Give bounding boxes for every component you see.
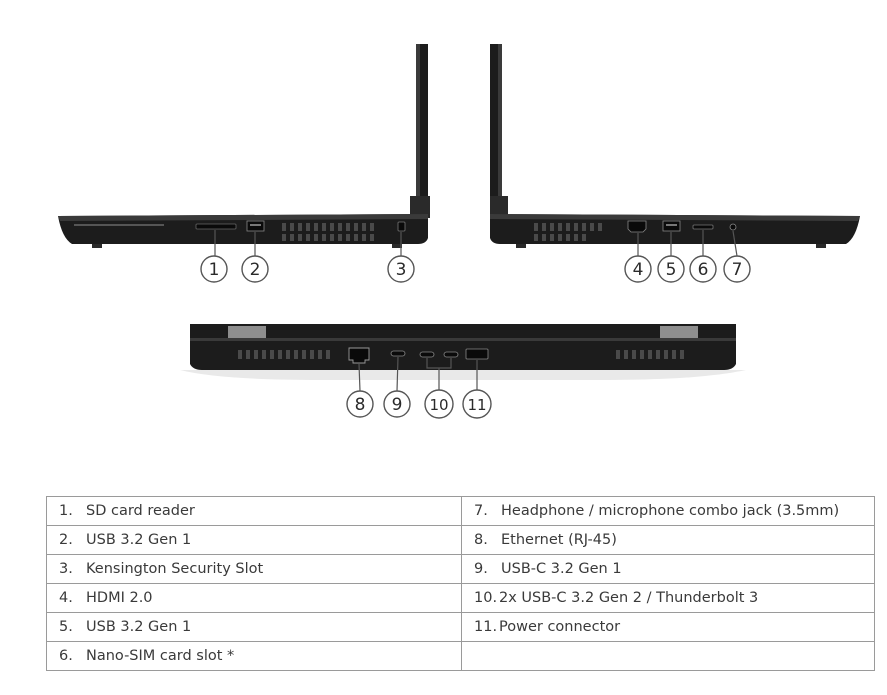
svg-text:3: 3 — [396, 260, 407, 280]
legend-cell: 7. Headphone / microphone combo jack (3.5… — [461, 496, 875, 526]
legend-cell: 4. HDMI 2.0 — [46, 583, 462, 613]
svg-text:1: 1 — [209, 260, 220, 280]
table-row: 1. SD card reader 7. Headphone / microphon… — [46, 496, 875, 526]
callout-3: 3 — [387, 255, 415, 283]
legend-label: USB 3.2 Gen 1 — [86, 532, 192, 548]
legend-cell: 6. Nano-SIM card slot * — [46, 641, 462, 671]
legend-cell: 8. Ethernet (RJ-45) — [461, 525, 875, 555]
legend-cell: 11.Power connector — [461, 612, 875, 642]
table-row: 5. USB 3.2 Gen 1 11.Power connector — [46, 612, 875, 642]
svg-text:5: 5 — [666, 260, 677, 280]
table-row: 3. Kensington Security Slot 9. USB-C 3.2 G… — [46, 554, 875, 584]
svg-text:2: 2 — [250, 260, 261, 280]
callout-6: 6 — [689, 255, 717, 283]
legend-label: HDMI 2.0 — [86, 590, 153, 606]
legend-cell: 9. USB-C 3.2 Gen 1 — [461, 554, 875, 584]
legend-number: 7. — [474, 503, 488, 519]
legend-number: 4. — [59, 590, 73, 606]
legend-cell: 3. Kensington Security Slot — [46, 554, 462, 584]
legend-label: Kensington Security Slot — [86, 561, 264, 577]
legend-cell: 1. SD card reader — [46, 496, 462, 526]
legend-number: 9. — [474, 561, 488, 577]
legend-number: 3. — [59, 561, 73, 577]
legend-number: 1. — [59, 503, 73, 519]
legend-label: USB-C 3.2 Gen 1 — [501, 561, 622, 577]
legend-cell-empty — [461, 641, 875, 671]
callout-2: 2 — [241, 255, 269, 283]
laptop-right-side-view — [490, 44, 860, 248]
legend-number: 6. — [59, 648, 73, 664]
legend-label: SD card reader — [86, 503, 195, 519]
laptop-left-side-view — [58, 44, 430, 248]
legend-label: Power connector — [499, 619, 621, 635]
svg-text:4: 4 — [633, 260, 644, 280]
svg-text:10: 10 — [429, 396, 448, 414]
laptop-rear-view — [180, 324, 746, 380]
legend-number: 2. — [59, 532, 73, 548]
legend-cell: 5. USB 3.2 Gen 1 — [46, 612, 462, 642]
legend-cell: 10.2x USB-C 3.2 Gen 2 / Thunderbolt 3 — [461, 583, 875, 613]
legend-number: 5. — [59, 619, 73, 635]
svg-text:6: 6 — [698, 260, 709, 280]
legend-label: USB 3.2 Gen 1 — [86, 619, 192, 635]
legend-number: 8. — [474, 532, 488, 548]
svg-text:7: 7 — [732, 260, 743, 280]
table-row: 4. HDMI 2.0 10.2x USB-C 3.2 Gen 2 / Thund… — [46, 583, 875, 613]
callout-5: 5 — [657, 255, 685, 283]
table-row: 6. Nano-SIM card slot * — [46, 641, 875, 671]
legend-label: Nano-SIM card slot * — [86, 648, 235, 664]
callout-7: 7 — [723, 255, 751, 283]
legend-label: Ethernet (RJ-45) — [501, 532, 617, 548]
callout-1: 1 — [200, 255, 228, 283]
callout-8: 8 — [346, 390, 374, 418]
svg-text:11: 11 — [467, 396, 486, 414]
port-legend-table: 1. SD card reader 7. Headphone / microphon… — [46, 496, 875, 671]
callout-4: 4 — [624, 255, 652, 283]
legend-label: 2x USB-C 3.2 Gen 2 / Thunderbolt 3 — [499, 590, 759, 606]
legend-number: 11. — [474, 619, 498, 635]
svg-text:8: 8 — [355, 395, 366, 415]
table-row: 2. USB 3.2 Gen 1 8. Ethernet (RJ-45) — [46, 525, 875, 555]
leader-lines — [214, 230, 738, 392]
callout-11: 11 — [462, 389, 492, 419]
legend-number: 10. — [474, 590, 498, 606]
svg-text:9: 9 — [392, 395, 403, 415]
laptop-ports-diagram: 1 2 3 4 5 6 7 8 9 10 11 — [58, 44, 860, 419]
legend-cell: 2. USB 3.2 Gen 1 — [46, 525, 462, 555]
callout-9: 9 — [383, 390, 411, 418]
legend-label: Headphone / microphone combo jack (3.5mm… — [501, 503, 840, 519]
callout-10: 10 — [424, 389, 454, 419]
